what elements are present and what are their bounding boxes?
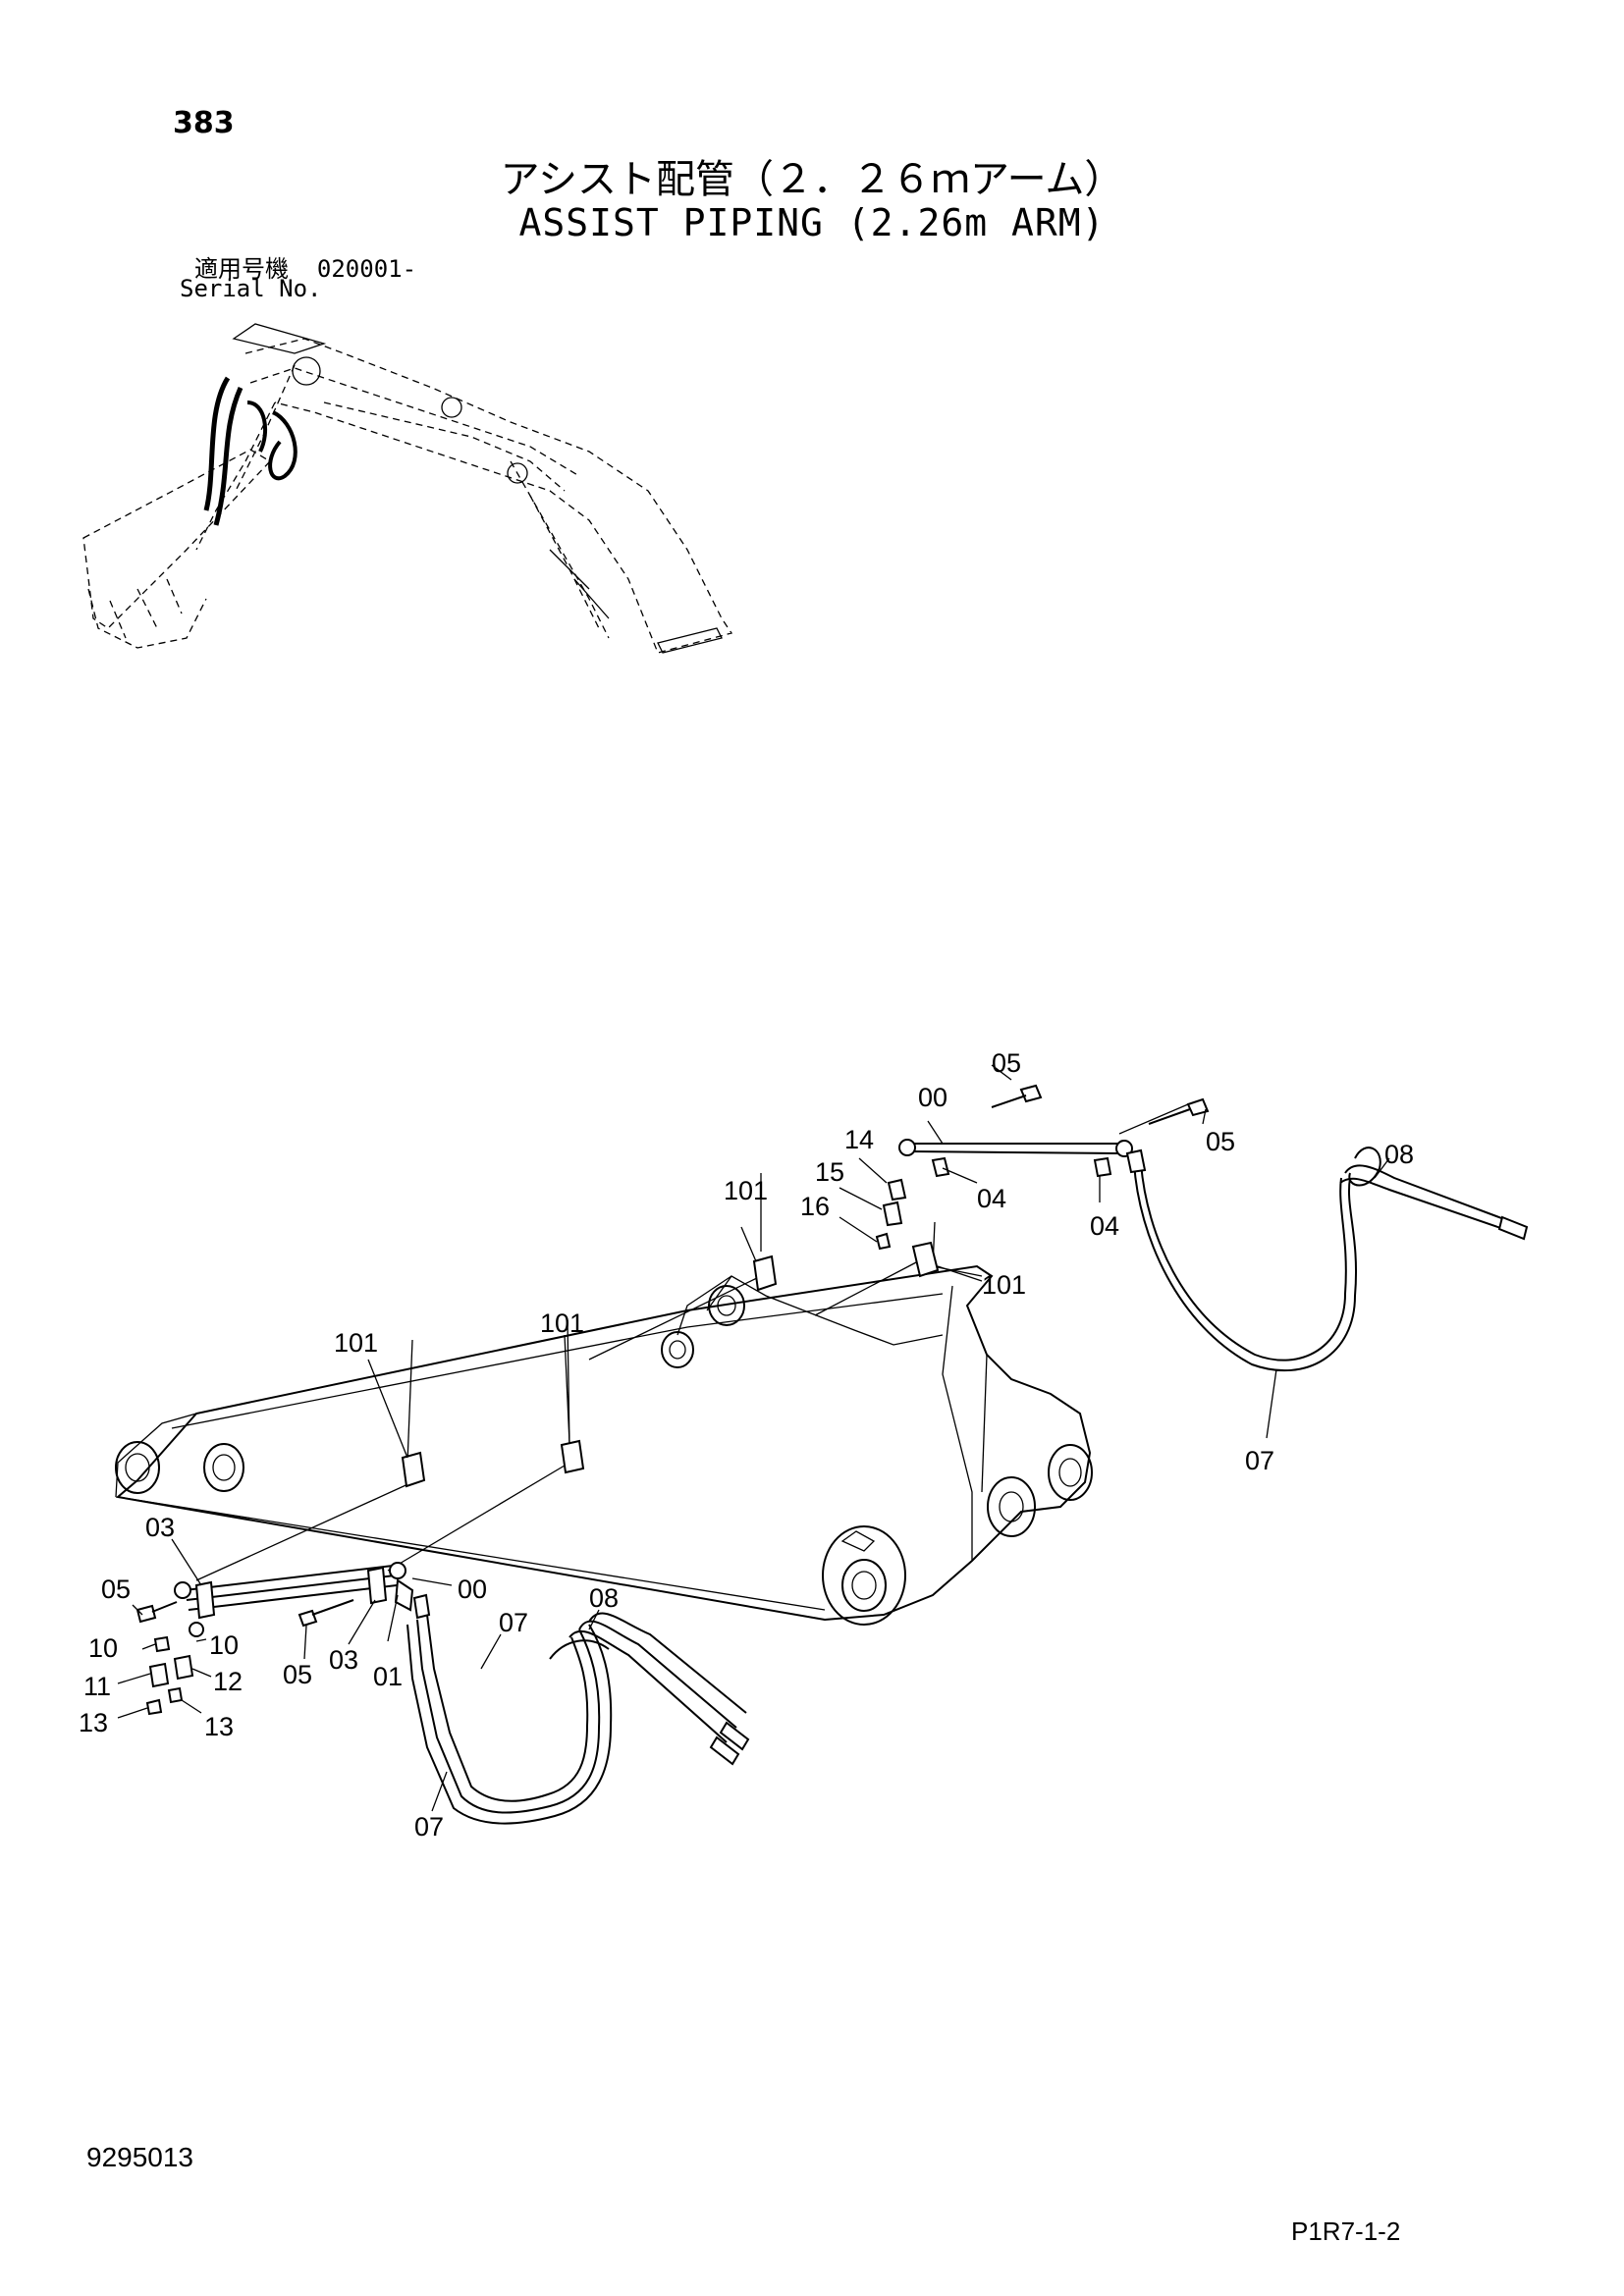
callout-08-b: 08 (589, 1583, 619, 1613)
callout-05-d: 05 (283, 1660, 312, 1689)
callout-13-a: 13 (79, 1708, 108, 1737)
callout-101-a: 101 (724, 1176, 768, 1205)
page-number: 383 (173, 106, 235, 140)
clamp-101-parts (401, 1241, 940, 1488)
upper-pipe-assembly (875, 1084, 1529, 1372)
callout-05-c: 05 (101, 1575, 131, 1604)
page-title-japanese: アシスト配管（２．２６ｍアーム） (500, 157, 1124, 202)
lower-pipe-assembly (135, 1562, 750, 1825)
callout-01: 01 (373, 1662, 403, 1691)
callout-10-a: 10 (88, 1633, 118, 1663)
callout-101-c: 101 (334, 1328, 378, 1358)
callout-13-b: 13 (204, 1712, 234, 1741)
callout-16: 16 (800, 1192, 830, 1221)
overview-thumbnail (82, 323, 733, 654)
callout-101-b: 101 (982, 1270, 1026, 1300)
serial-applicability: 適用号機 020001- (194, 249, 416, 284)
callout-00-b: 00 (458, 1575, 487, 1604)
serial-label-english: Serial No. (180, 275, 322, 302)
callout-07-b: 07 (499, 1608, 528, 1637)
callout-05-b: 05 (1206, 1127, 1235, 1156)
callout-07-c: 07 (414, 1812, 444, 1842)
serial-label-japanese: 適用号機 (194, 255, 289, 283)
page-title-english: ASSIST PIPING (2.26m ARM) (518, 201, 1106, 244)
callout-15: 15 (815, 1157, 844, 1187)
callout-00-a: 00 (918, 1083, 947, 1112)
callout-04-a: 04 (977, 1184, 1006, 1213)
callout-11: 11 (83, 1672, 111, 1701)
callout-12: 12 (213, 1667, 243, 1696)
arm-body (115, 1264, 1093, 1626)
callout-05-a: 05 (992, 1048, 1021, 1078)
callout-10-b: 10 (209, 1630, 239, 1660)
callout-04-b: 04 (1090, 1211, 1119, 1241)
callout-08-a: 08 (1384, 1140, 1414, 1169)
sheet-code: P1R7-1-2 (1291, 2216, 1401, 2246)
callout-101-d: 101 (540, 1308, 584, 1338)
document-number: 9295013 (86, 2142, 194, 2172)
callout-07-a: 07 (1245, 1446, 1274, 1475)
serial-value: 020001- (316, 255, 417, 283)
callout-labels: 05 00 14 15 16 101 04 04 05 08 101 07 10… (79, 1048, 1414, 1842)
callout-03-a: 03 (145, 1513, 175, 1542)
callout-14: 14 (844, 1125, 874, 1154)
callout-03-b: 03 (329, 1645, 358, 1675)
